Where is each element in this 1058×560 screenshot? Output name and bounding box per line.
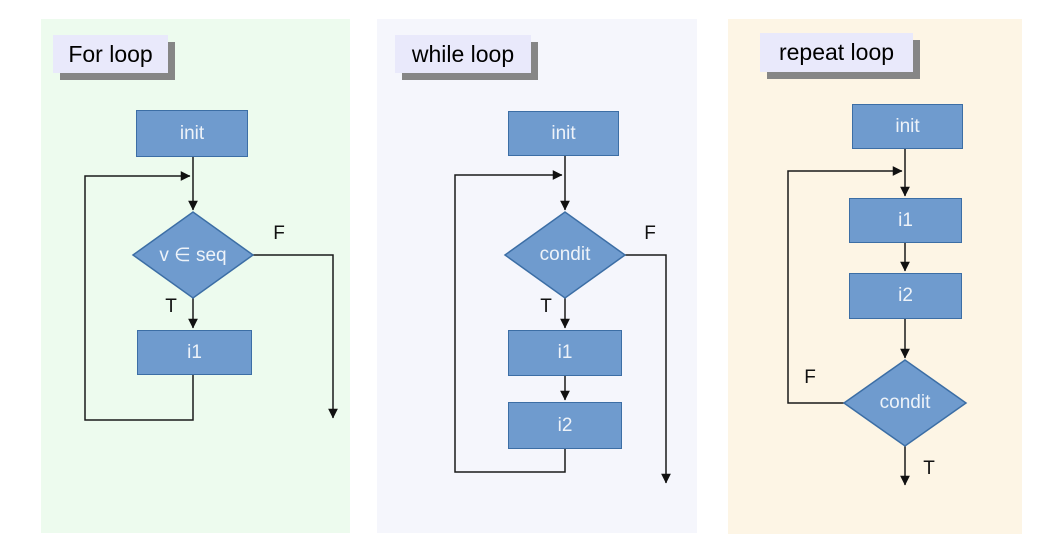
arrow-false-exit bbox=[625, 254, 671, 484]
panel-title-repeat: repeat loop bbox=[760, 33, 913, 72]
arrow-loopback bbox=[84, 171, 194, 421]
panel-title-while: while loop bbox=[395, 35, 531, 73]
arrow-false-loopback bbox=[787, 166, 903, 404]
cond-diamond-shape bbox=[503, 211, 627, 299]
arrow-false-exit bbox=[253, 254, 338, 419]
false-label: F bbox=[273, 223, 285, 244]
panel-for-loop: For loop init v ∈ seq i1 F T bbox=[41, 19, 350, 533]
flow-arrows-svg-while bbox=[454, 156, 671, 484]
node-i2: i2 bbox=[508, 402, 622, 449]
panel-repeat-loop: repeat loop init i1 i2 condit F T bbox=[728, 19, 1022, 534]
node-i1: i1 bbox=[849, 198, 962, 243]
true-label: T bbox=[923, 458, 935, 479]
node-i1: i1 bbox=[508, 330, 622, 376]
false-label: F bbox=[804, 367, 816, 388]
panel-title-for: For loop bbox=[53, 35, 168, 73]
false-label: F bbox=[644, 223, 656, 244]
node-init: init bbox=[136, 110, 248, 157]
node-i2: i2 bbox=[849, 273, 962, 319]
panel-while-loop: while loop init condit i1 i2 F T bbox=[377, 19, 697, 533]
node-i1: i1 bbox=[137, 330, 252, 375]
node-init: init bbox=[508, 111, 619, 156]
cond-diamond-shape bbox=[131, 211, 255, 299]
flow-arrows-svg-for bbox=[84, 157, 338, 421]
node-init: init bbox=[852, 104, 963, 149]
true-label: T bbox=[540, 296, 552, 317]
true-label: T bbox=[165, 296, 177, 317]
arrow-loopback bbox=[454, 170, 566, 473]
flow-arrows-svg-repeat bbox=[787, 149, 968, 486]
cond-diamond-shape bbox=[842, 359, 968, 447]
